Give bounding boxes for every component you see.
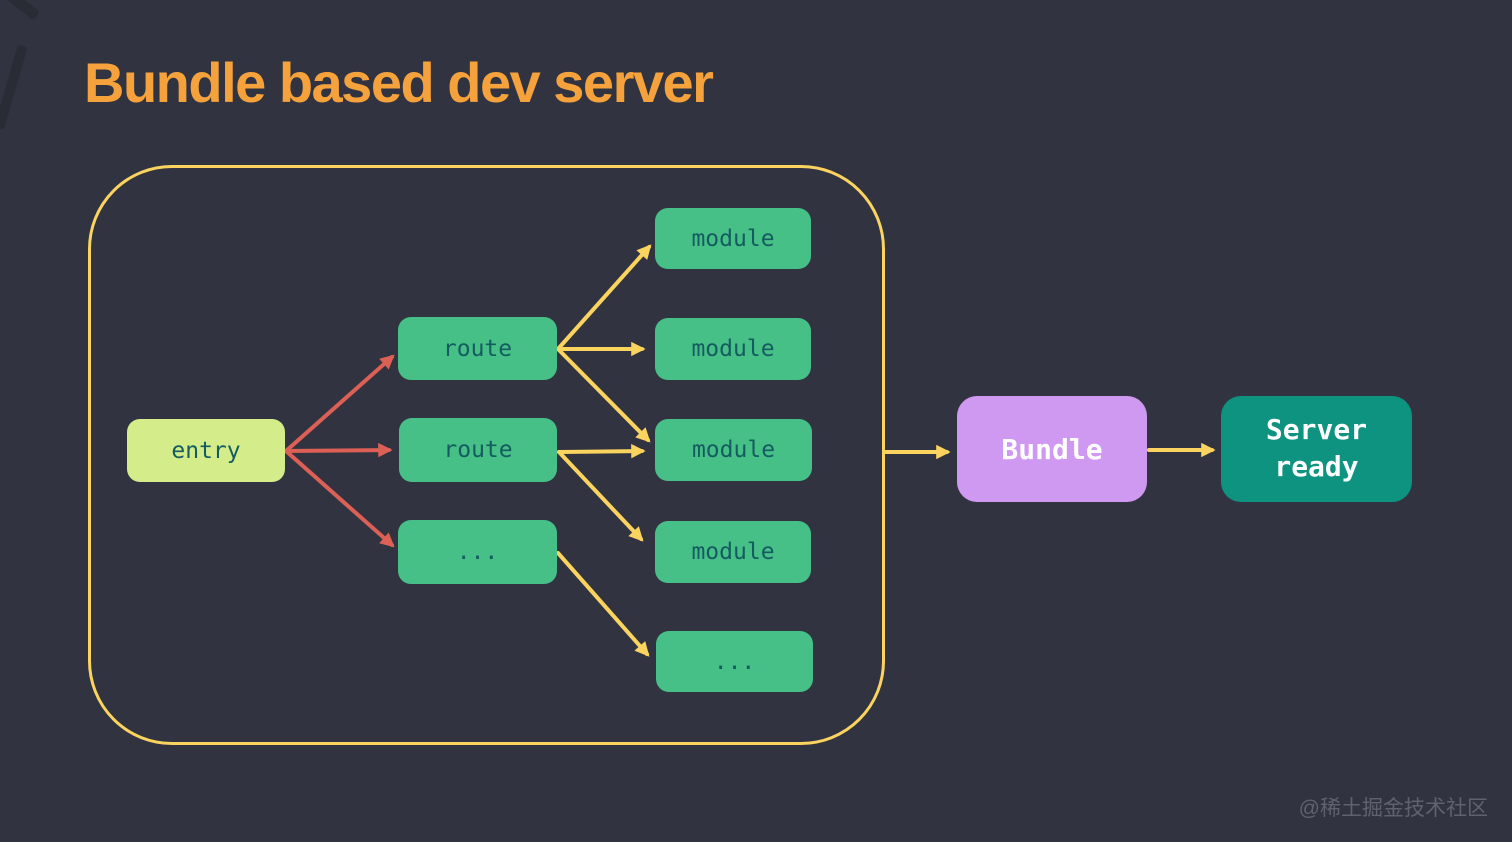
- node-module-more: ...: [656, 631, 813, 692]
- watermark: @稀土掘金技术社区: [1298, 797, 1488, 820]
- node-module-3: module: [655, 419, 812, 481]
- corner-artifact-stroke: [0, 44, 28, 130]
- node-server-ready: Server ready: [1221, 396, 1412, 502]
- page-title: Bundle based dev server: [84, 51, 714, 114]
- corner-artifact: [0, 0, 48, 150]
- dev-server-scope-border: [88, 165, 885, 745]
- node-module-1: module: [655, 208, 811, 269]
- node-route-more: ...: [398, 520, 557, 584]
- node-bundle: Bundle: [957, 396, 1147, 502]
- node-route-2: route: [399, 418, 557, 482]
- corner-artifact-stroke: [0, 0, 41, 21]
- node-entry: entry: [127, 419, 285, 482]
- node-module-2: module: [655, 318, 811, 380]
- node-module-4: module: [655, 521, 811, 583]
- node-route-1: route: [398, 317, 557, 380]
